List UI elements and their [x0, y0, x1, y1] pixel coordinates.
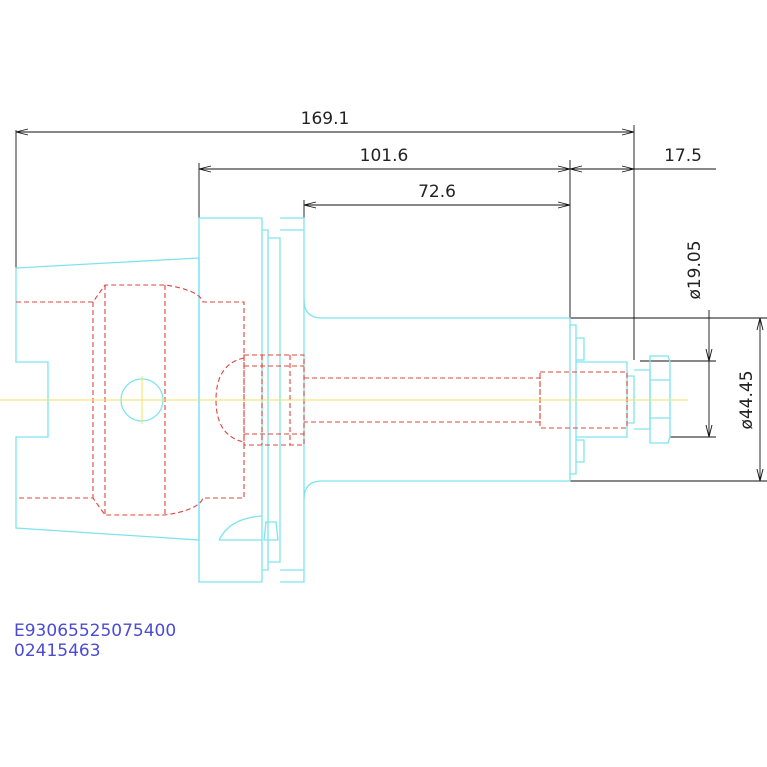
- dim-body-length: 72.6: [418, 182, 456, 202]
- dim-small-diameter: ø19.05: [685, 240, 705, 299]
- dimension-lines: [15, 125, 767, 482]
- part-code-line1: E93065525075400: [14, 621, 176, 641]
- dim-body-diameter: ø44.45: [737, 370, 757, 429]
- dim-overall-length: 169.1: [301, 109, 350, 129]
- part-code-line2: 02415463: [14, 641, 101, 661]
- dim-projection: 17.5: [664, 146, 702, 166]
- dim-gauge-length: 101.6: [360, 146, 409, 166]
